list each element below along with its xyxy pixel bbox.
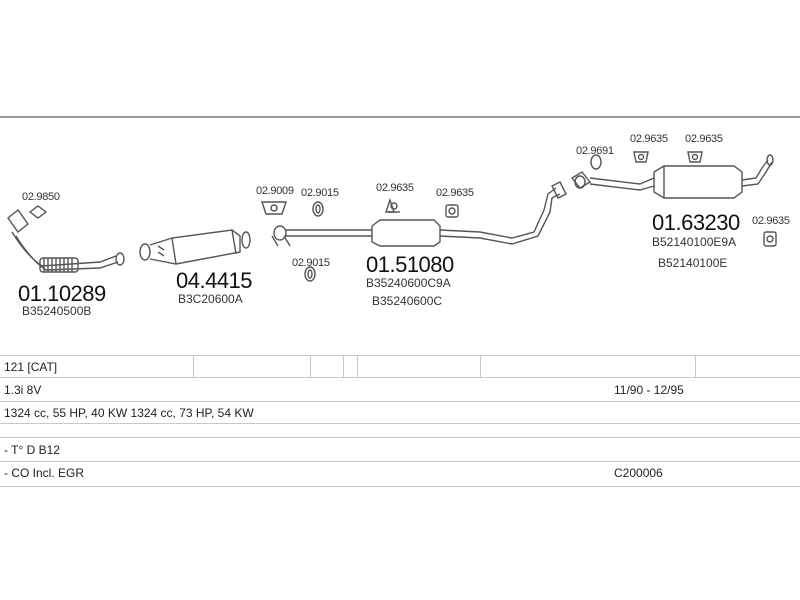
part-number[interactable]: 01.63230 xyxy=(652,210,740,235)
column-divider xyxy=(193,355,194,377)
ring-02-9015-bottom xyxy=(304,266,316,282)
top-border xyxy=(0,116,800,118)
part-number[interactable]: 01.51080 xyxy=(366,252,454,277)
oem-code: B35240600C9A xyxy=(366,276,451,290)
ref-label: 02.9635 xyxy=(752,215,790,227)
column-divider xyxy=(695,355,696,377)
ref-label: 02.9850 xyxy=(22,191,60,203)
front-pipe-part xyxy=(7,208,125,273)
front-pipe-flange xyxy=(7,208,29,234)
hanger-02-9635-d xyxy=(687,151,703,163)
column-divider xyxy=(343,355,344,377)
oem-code: B52140100E9A xyxy=(652,235,737,249)
column-divider xyxy=(310,355,311,377)
table-row xyxy=(0,423,800,438)
exhaust-drawing xyxy=(7,151,777,282)
ref-label: 02.9635 xyxy=(376,182,414,194)
oem-code: B3C20600A xyxy=(178,292,243,306)
hanger-02-9635-a xyxy=(385,197,400,213)
oem-code: B52140100E xyxy=(658,256,728,270)
table-row: 1324 cc, 55 HP, 40 KW 1324 cc, 73 HP, 54… xyxy=(0,401,800,424)
engine-label: 1.3i 8V xyxy=(4,383,42,397)
vehicle-model: 121 [CAT] xyxy=(4,360,58,374)
ref-label: 02.9635 xyxy=(685,133,723,145)
exhaust-diagram: 02.9850 01.10289 B35240500B 04.4415 B3C2… xyxy=(7,133,790,318)
date-range: 11/90 - 12/95 xyxy=(614,383,684,397)
table-row: - T° D B12 xyxy=(0,437,800,462)
ref-label: 02.9015 xyxy=(292,257,330,269)
table-row: 1.3i 8V 11/90 - 12/95 xyxy=(0,377,800,402)
emission-note: - T° D B12 xyxy=(4,443,60,457)
clamp-02-9009 xyxy=(261,201,287,215)
ref-label: 02.9635 xyxy=(630,133,668,145)
middle-pipe-part xyxy=(271,181,567,247)
flex-section xyxy=(39,257,79,273)
rear-silencer-part xyxy=(570,154,774,199)
emission-note: - CO Incl. EGR xyxy=(4,466,85,480)
ring-02-9850 xyxy=(28,205,48,219)
oem-code: B35240500B xyxy=(22,304,92,318)
table-row: 121 [CAT] xyxy=(0,355,800,378)
column-divider xyxy=(357,355,358,377)
hanger-02-9635-c xyxy=(633,151,649,163)
catalytic-converter-part xyxy=(139,229,251,265)
catalog-code: C200006 xyxy=(614,466,663,480)
engine-specs: 1324 cc, 55 HP, 40 KW 1324 cc, 73 HP, 54… xyxy=(4,406,254,420)
column-divider xyxy=(480,355,481,377)
part-number[interactable]: 01.10289 xyxy=(18,281,106,306)
hanger-02-9635-e xyxy=(763,231,777,247)
ref-label: 02.9635 xyxy=(436,187,474,199)
table-row: - CO Incl. EGR C200006 xyxy=(0,461,800,487)
ring-02-9015-top xyxy=(312,201,324,217)
ring-02-9691 xyxy=(590,154,602,170)
oem-code: B35240600C xyxy=(372,294,443,308)
part-number[interactable]: 04.4415 xyxy=(176,268,253,293)
ref-label: 02.9009 xyxy=(256,185,294,197)
ref-label: 02.9015 xyxy=(301,187,339,199)
ref-label: 02.9691 xyxy=(576,145,614,157)
hanger-02-9635-b xyxy=(445,204,459,218)
